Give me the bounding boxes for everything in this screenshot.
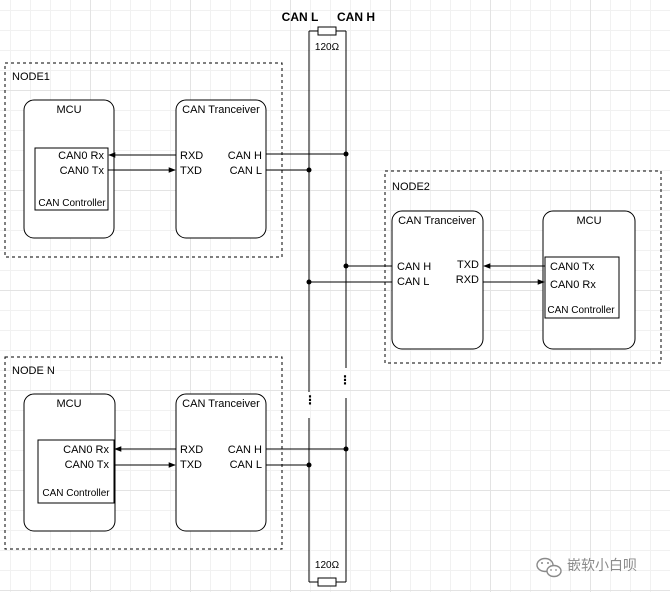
node-2-boundary: [384, 170, 662, 364]
node-n-controller-label: CAN Controller: [42, 488, 110, 499]
node-1-transceiver-mcu-pin-2: TXD: [180, 165, 202, 177]
bus-label-can-l: CAN L: [282, 10, 319, 24]
node-n-transceiver-bus-pin-1: CAN H: [228, 444, 262, 456]
node-1-controller-label: CAN Controller: [38, 198, 106, 209]
node-1-transceiver-bus-pin-2: CAN L: [230, 165, 262, 177]
watermark-text: 嵌软小白呗: [567, 558, 637, 574]
node-2-transceiver-bus-pin-2: CAN L: [397, 276, 429, 288]
node-n-transceiver-mcu-pin-2: TXD: [180, 459, 202, 471]
node-n-transceiver-title: CAN Tranceiver: [182, 398, 260, 410]
terminator-bottom-label: 120Ω: [315, 560, 340, 571]
node-n-can-controller: [37, 439, 115, 504]
node-n-title: NODE N: [12, 365, 55, 377]
node-2-mcu-pin-1: CAN0 Tx: [550, 261, 595, 273]
terminator-top-resistor: [317, 26, 337, 36]
node-2-transceiver-mcu-pin-1: TXD: [457, 259, 479, 271]
node-1-mcu-title: MCU: [56, 104, 81, 116]
node-2-title: NODE2: [392, 181, 430, 193]
node-n: NODE N MCU CAN0 Rx CAN0 Tx CAN Controlle…: [4, 356, 346, 550]
node-n-mcu-pin-1: CAN0 Rx: [63, 444, 109, 456]
node-1-can-controller: [34, 147, 109, 211]
node-2-transceiver-bus-pin-1: CAN H: [397, 261, 431, 273]
node-1-mcu-pin-2: CAN0 Tx: [60, 165, 105, 177]
node-2-transceiver-block: [391, 210, 484, 350]
can-bus: CAN L CAN H 120Ω ⋮ ⋮ 120Ω: [282, 10, 375, 587]
node-1-boundary: [4, 62, 283, 258]
node-n-mcu-pin-2: CAN0 Tx: [65, 459, 110, 471]
terminator-top-label: 120Ω: [315, 42, 340, 53]
node-2-can-controller: [544, 256, 620, 319]
node-n-boundary: [4, 356, 283, 550]
node-n-transceiver-block: [175, 393, 267, 532]
node-n-mcu-title: MCU: [56, 398, 81, 410]
node-2-transceiver-title: CAN Tranceiver: [398, 215, 476, 227]
watermark: 嵌软小白呗: [536, 557, 637, 578]
node-1-transceiver-bus-pin-1: CAN H: [228, 150, 262, 162]
node-2-controller-label: CAN Controller: [547, 305, 615, 316]
can-l-continuation: ⋮: [304, 393, 316, 407]
node-2-mcu-title: MCU: [576, 215, 601, 227]
node-1-title: NODE1: [12, 71, 50, 83]
bus-label-can-h: CAN H: [337, 10, 375, 24]
can-h-continuation: ⋮: [339, 373, 351, 387]
wechat-icon: [536, 557, 562, 578]
node-1-transceiver-title: CAN Tranceiver: [182, 104, 260, 116]
terminator-bottom-resistor: [317, 577, 337, 587]
node-2-transceiver-mcu-pin-2: RXD: [456, 274, 479, 286]
node-1-mcu-pin-1: CAN0 Rx: [58, 150, 104, 162]
node-1-transceiver-block: [175, 99, 267, 239]
node-n-transceiver-mcu-pin-1: RXD: [180, 444, 203, 456]
node-1-transceiver-mcu-pin-1: RXD: [180, 150, 203, 162]
node-1: NODE1 MCU CAN0 Rx CAN0 Tx CAN Controller…: [4, 62, 346, 258]
node-2: NODE2 CAN Tranceiver CAN H CAN L TXD RXD…: [309, 170, 662, 364]
node-n-transceiver-bus-pin-2: CAN L: [230, 459, 262, 471]
node-2-mcu-pin-2: CAN0 Rx: [550, 279, 596, 291]
